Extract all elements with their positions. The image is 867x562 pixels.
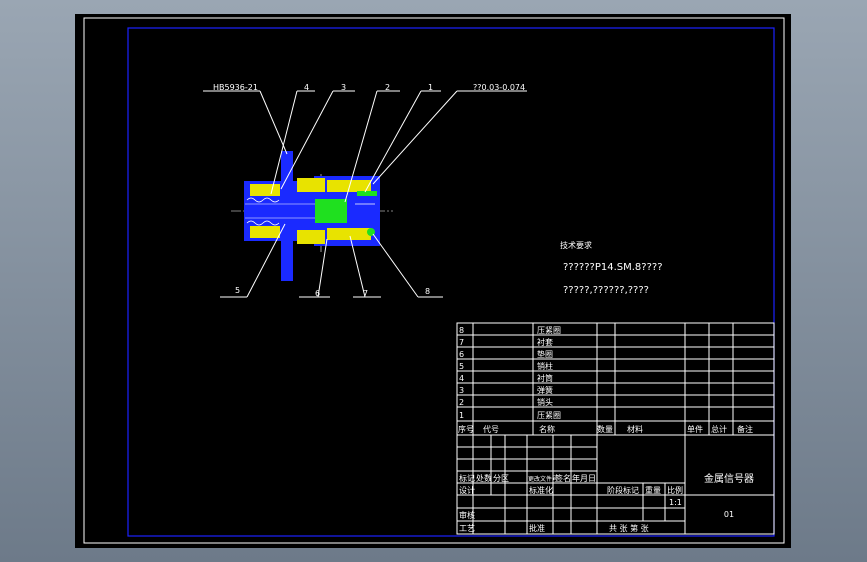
tb-weight: 重量 [645,485,661,495]
callout-4: 4 [304,83,309,92]
bom-row-name: 销头 [537,397,553,407]
bom-row-no: 5 [459,362,464,371]
tb-change-doc: 更改文件号 [528,475,558,483]
spring-coil [246,197,280,203]
bom-row-name: 垫圈 [537,349,553,359]
bom-header-qty: 数量 [597,424,613,434]
tb-zone: 分区 [493,474,509,483]
hatch-top-left [250,184,280,196]
callout-7: 7 [363,289,368,298]
tb-standard: 标准化 [529,485,553,495]
tb-drawing-title: 金属信号器 [704,472,754,485]
tb-scale-value: 1:1 [669,498,682,507]
hatch-top-mid [297,178,325,192]
tb-sign: 签名 [555,473,571,483]
notes-heading: 技术要求 [560,240,592,250]
bom-row-name: 压紧圈 [537,411,561,420]
bom-header-material: 材料 [627,424,643,434]
inner-border [127,27,775,537]
tb-check: 审核 [459,510,475,520]
tb-sheet: 共 张 第 张 [609,523,649,533]
tb-process: 工艺 [459,524,475,533]
bom-row-no: 8 [459,326,464,335]
tb-count: 处数 [476,473,492,483]
callout-tolerance: ??0.03-0.074 [473,83,525,92]
leader-lines [203,90,527,298]
bom-header-name: 名称 [539,424,555,434]
notes-line-1: ??????P14.SM.8???? [563,262,663,273]
callout-8: 8 [425,287,430,296]
tb-approve: 批准 [529,523,545,533]
bom-header-single: 单件 [687,424,703,434]
callout-1: 1 [428,83,433,92]
spring-coil-lower [246,220,280,226]
tb-design: 设计 [459,485,475,495]
tb-mark: 标记 [459,473,475,483]
bom-header-no: 序号 [458,424,474,434]
callout-standard: HB5936-21 [213,83,258,92]
hatch-bottom-mid [297,230,325,244]
notes-line-2: ?????,??????,???? [563,285,649,296]
bom-row-no: 1 [459,411,464,420]
bom-row-name: 压紧圈 [537,326,561,335]
bom-header-code: 代号 [483,424,499,434]
bom-header-total: 总计 [711,424,727,434]
bom-row-no: 6 [459,350,464,359]
callout-2: 2 [385,83,390,92]
spring-green [315,199,347,223]
callout-3: 3 [341,83,346,92]
tb-date: 年月日 [572,473,596,483]
bom-row-name: 弹簧 [537,385,553,395]
bom-row-no: 4 [459,374,464,383]
tb-stage-mark: 阶段标记 [607,485,639,495]
bom-header-note: 备注 [737,424,753,434]
callout-5: 5 [235,286,240,295]
hatch-bottom-right [327,228,371,240]
hatch-bottom-left [250,226,280,238]
outer-frame [83,17,785,544]
bom-row-no: 3 [459,386,464,395]
bom-row-no: 2 [459,398,464,407]
bom-row-name: 衬筒 [537,373,553,383]
tb-drawing-number: 01 [724,510,734,519]
cad-viewport[interactable]: HB5936-21 4 3 2 1 ??0.03-0.074 5 6 7 8 技… [75,14,791,548]
bom-row-name: 衬套 [537,337,553,347]
bom-table[interactable]: 8 压紧圈 7 衬套 6 垫圈 5 销柱 4 衬筒 3 弹簧 2 销头 1 压紧… [456,322,775,436]
hatch-top-right [327,180,371,192]
bom-row-name: 销柱 [537,361,553,371]
title-block[interactable]: 标记 处数 分区 更改文件号 签名 年月日 设计 标准化 审核 工艺 批准 阶段… [456,434,775,535]
bom-row-no: 7 [459,338,464,347]
callout-6: 6 [315,289,320,298]
part-section-view[interactable] [231,151,393,281]
drawing-canvas[interactable]: HB5936-21 4 3 2 1 ??0.03-0.074 5 6 7 8 技… [75,14,791,548]
seat-green [357,191,377,196]
tb-scale: 比例 [667,485,683,495]
